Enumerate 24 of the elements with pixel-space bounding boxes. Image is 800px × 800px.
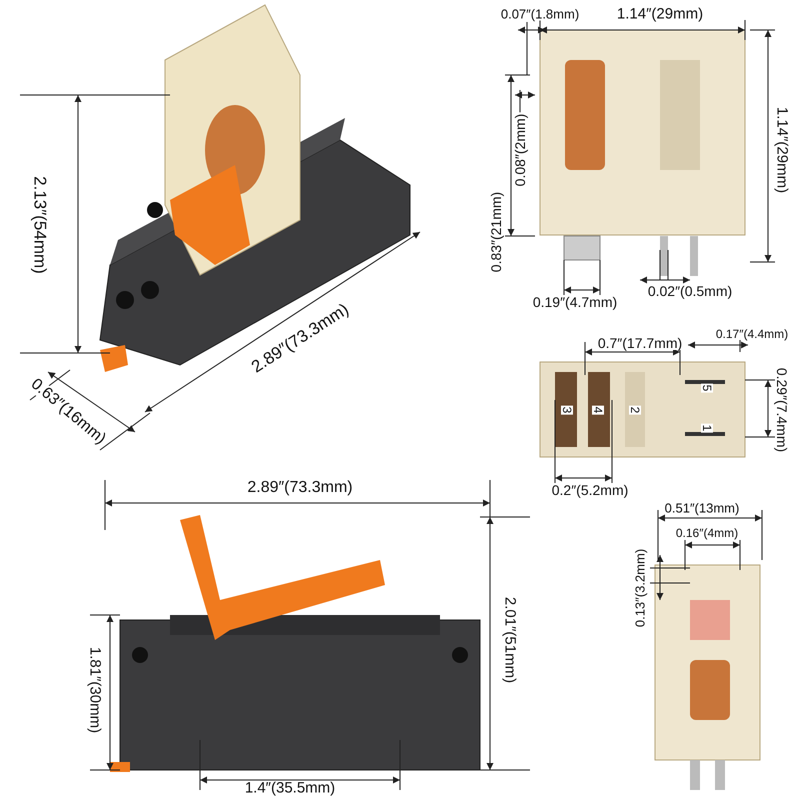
dimension-label: 0.07″(1.8mm) bbox=[500, 8, 580, 20]
dimension-label: 1.14″(29mm) bbox=[616, 6, 704, 22]
dimension-label: 0.17″(4.4mm) bbox=[714, 328, 790, 340]
dimension-label: 1.4″(35.5mm) bbox=[244, 780, 336, 796]
dimension-label: 0.51″(13mm) bbox=[664, 502, 740, 514]
dimension-label: 0.7″(17.7mm) bbox=[596, 336, 684, 350]
dimension-label: 2.13″(54mm) bbox=[32, 175, 48, 275]
dimension-label: 0.16″(4mm) bbox=[674, 527, 740, 539]
dimension-label: 0.19″(4.7mm) bbox=[532, 295, 618, 309]
dimension-label: 0.29″(7.4mm) bbox=[775, 366, 789, 454]
dimension-label: 1.81″(30mm) bbox=[88, 646, 102, 734]
dimension-label: 0.83″(21mm) bbox=[489, 190, 503, 274]
dimension-label: 0.2″(5.2mm) bbox=[550, 483, 630, 497]
pin-number: 1 bbox=[701, 424, 713, 432]
pin-number: 2 bbox=[629, 406, 641, 414]
pin-number: 3 bbox=[561, 406, 573, 414]
pin-number: 5 bbox=[701, 384, 713, 392]
pin-number: 4 bbox=[592, 406, 604, 414]
dimension-label: 0.13″(3.2mm) bbox=[634, 548, 646, 628]
dimension-label: 0.02″(0.5mm) bbox=[646, 284, 734, 298]
dimension-label: 2.89″(73.3mm) bbox=[246, 480, 354, 496]
dimension-label: 2.01″(51mm) bbox=[502, 596, 518, 684]
dimension-label: 1.14″(29mm) bbox=[774, 106, 790, 194]
dimension-label: 0.08″(2mm) bbox=[513, 112, 527, 188]
